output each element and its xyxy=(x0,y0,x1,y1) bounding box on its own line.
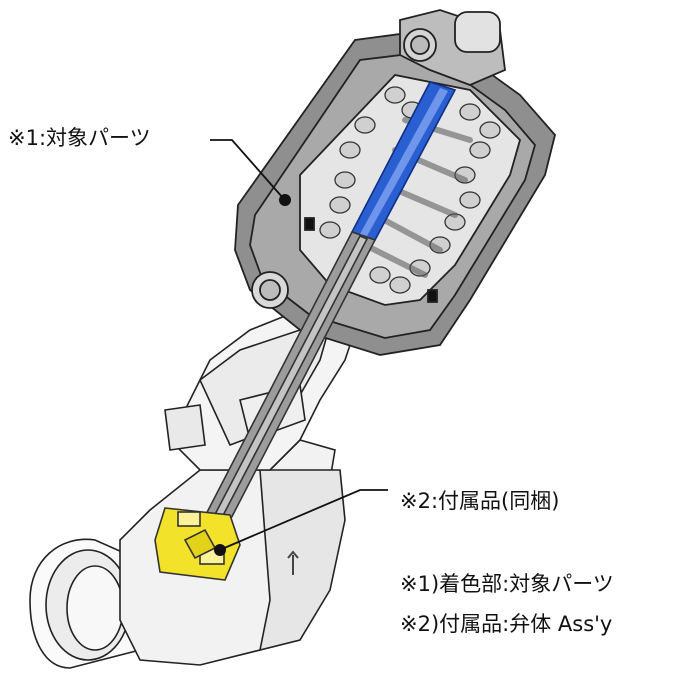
note-colored-part: ※1)着色部:対象パーツ xyxy=(400,572,614,596)
callout-accessory: ※2:付属品(同梱) xyxy=(400,489,560,513)
callout-target-part: ※1:対象パーツ xyxy=(8,126,151,150)
accessory-valve-disc xyxy=(154,507,241,581)
note-accessory: ※2)付属品:弁体 Ass'y xyxy=(400,612,613,636)
callout-leaders xyxy=(210,139,388,556)
callout-dot-2 xyxy=(214,544,226,556)
callout-dot-1 xyxy=(279,194,291,206)
